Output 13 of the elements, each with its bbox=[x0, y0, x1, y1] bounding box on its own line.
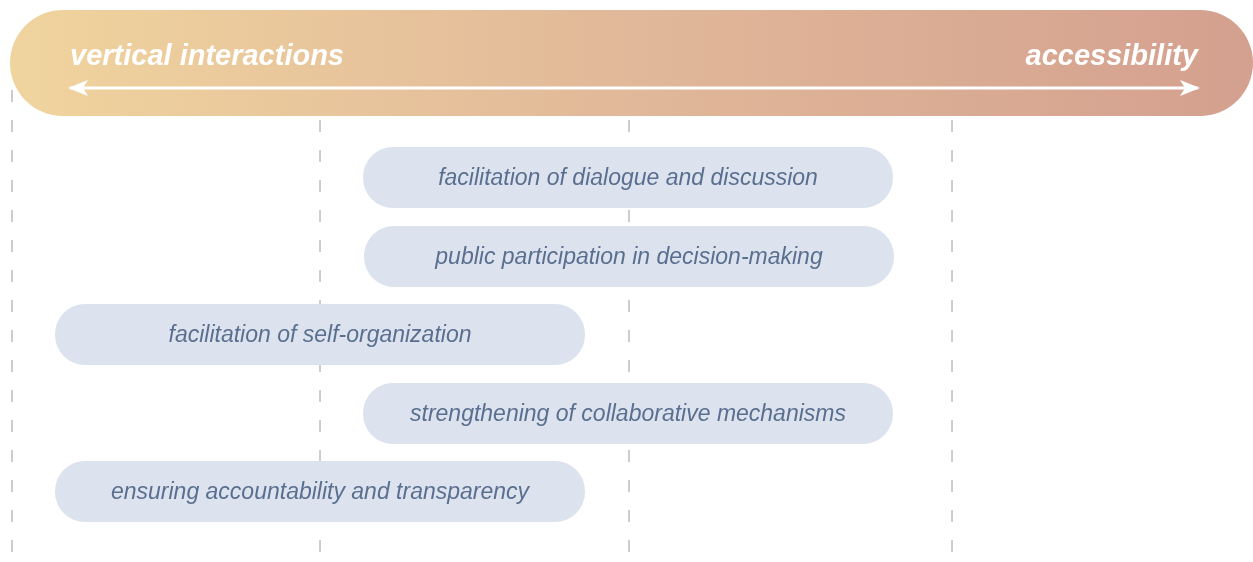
rounded-pill bbox=[364, 226, 894, 287]
rounded-pill bbox=[55, 461, 585, 522]
pill-label: ensuring accountability and transparency bbox=[110, 477, 530, 507]
axis-label: vertical interactions bbox=[70, 38, 344, 73]
rounded-pill bbox=[363, 383, 893, 444]
axis-label: accessibility bbox=[1025, 38, 1198, 73]
rounded-pill bbox=[55, 304, 585, 365]
gradient-band bbox=[10, 10, 1253, 116]
pill-label: public participation in decision-making bbox=[435, 242, 823, 272]
rounded-pill bbox=[363, 147, 893, 208]
pill-label: strengthening of collaborative mechanisms bbox=[410, 399, 846, 429]
pill-label: facilitation of dialogue and discussion bbox=[438, 163, 818, 193]
pill-label: facilitation of self-organization bbox=[168, 320, 472, 350]
